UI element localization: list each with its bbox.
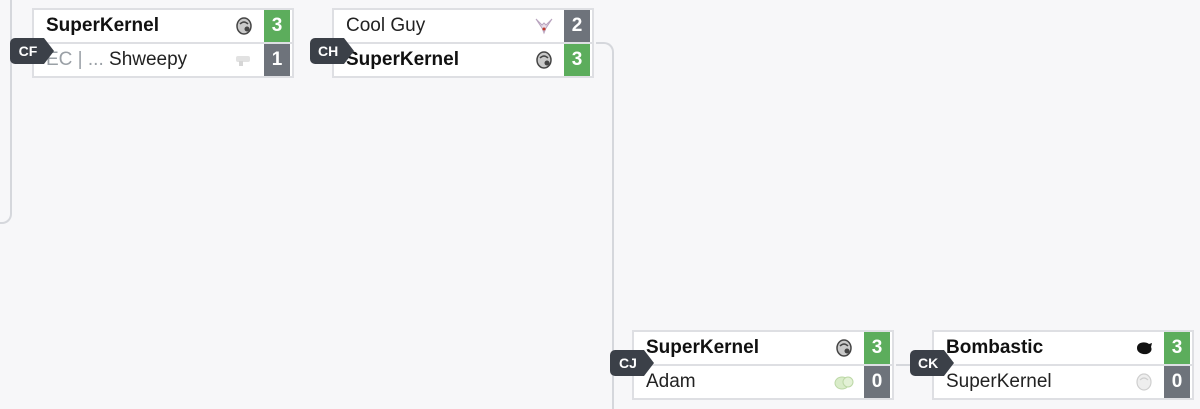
match-cj[interactable]: SuperKernel 3 Adam 0 CJ (610, 330, 894, 400)
helmet-icon (832, 336, 856, 360)
match-id-label: CH (310, 38, 355, 64)
match-ch[interactable]: Cool Guy 2 SuperKernel 3 CH (310, 8, 594, 78)
player-name: Adam (646, 371, 696, 392)
match-card: Cool Guy 2 SuperKernel 3 (332, 8, 594, 78)
player-score: 3 (1164, 332, 1190, 364)
yoshi-icon (832, 370, 856, 394)
match-ch-player-1[interactable]: Cool Guy 2 (334, 10, 592, 44)
match-id-label: CJ (610, 350, 654, 376)
match-cf[interactable]: SuperKernel 3 EC | ... Shweepy 1 CF (10, 8, 294, 78)
player-tag: Shweepy (109, 49, 188, 70)
helmet-icon (232, 14, 256, 38)
match-id-label: CK (910, 350, 955, 376)
match-ck-player-1[interactable]: Bombastic 3 (934, 332, 1192, 366)
match-cf-player-2[interactable]: EC | ... Shweepy 1 (34, 44, 292, 76)
player-name: SuperKernel (946, 371, 1052, 392)
player-name: SuperKernel (46, 15, 159, 36)
player-name: SuperKernel (646, 337, 759, 358)
match-card: Bombastic 3 SuperKernel 0 (932, 330, 1194, 400)
match-id-label: CF (10, 38, 54, 64)
player-score: 0 (864, 366, 890, 398)
player-score: 3 (864, 332, 890, 364)
helmet-icon (1132, 370, 1156, 394)
helmet-icon (532, 48, 556, 72)
match-ck-player-2[interactable]: SuperKernel 0 (934, 366, 1192, 398)
player-name: SuperKernel (346, 49, 459, 70)
match-cf-player-1[interactable]: SuperKernel 3 (34, 10, 292, 44)
player-score: 3 (264, 10, 290, 42)
player-score: 0 (1164, 366, 1190, 398)
match-cj-player-1[interactable]: SuperKernel 3 (634, 332, 892, 366)
player-score: 2 (564, 10, 590, 42)
match-ck[interactable]: Bombastic 3 SuperKernel 0 CK (910, 330, 1194, 400)
player-score: 3 (564, 44, 590, 76)
player-score: 1 (264, 44, 290, 76)
blaster-icon (232, 48, 256, 72)
player-name: EC | ... Shweepy (34, 49, 232, 71)
match-card: SuperKernel 3 EC | ... Shweepy 1 (32, 8, 294, 78)
match-card: SuperKernel 3 Adam 0 (632, 330, 894, 400)
fox-icon (532, 14, 556, 38)
team-prefix: EC | ... (46, 49, 110, 70)
match-ch-player-2[interactable]: SuperKernel 3 (334, 44, 592, 76)
puff-icon (1132, 336, 1156, 360)
connector-line (596, 42, 614, 409)
match-cj-player-2[interactable]: Adam 0 (634, 366, 892, 398)
player-name: Bombastic (946, 337, 1044, 358)
connector-line (0, 0, 12, 224)
player-name: Cool Guy (346, 15, 426, 36)
